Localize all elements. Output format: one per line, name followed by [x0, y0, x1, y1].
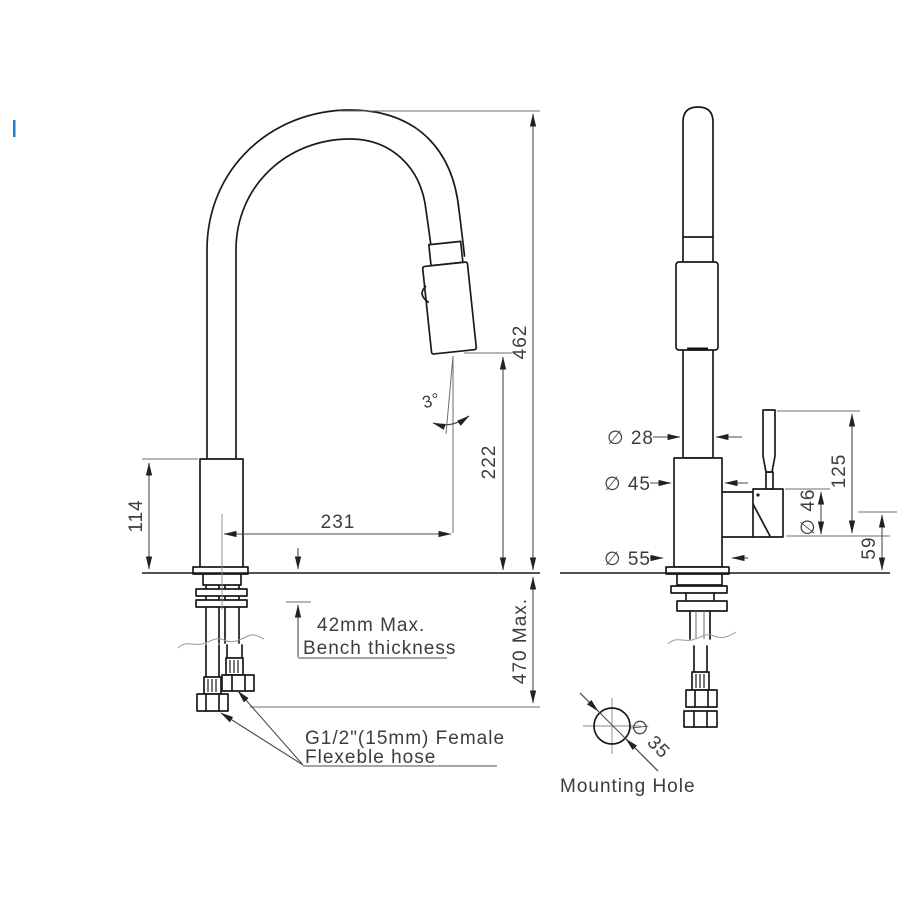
- mounting-hole-caption: Mounting Hole: [560, 776, 696, 797]
- faucet-body-side: [673, 457, 723, 568]
- spray-head-connector: [427, 240, 464, 267]
- mounting-nut-bar-2: [195, 599, 248, 608]
- note-bench-thickness-line1: 42mm Max.: [317, 615, 425, 636]
- dim-base-diameter: ∅ 55: [604, 549, 651, 570]
- dim-spray-angle: 3°: [420, 389, 443, 412]
- spray-angle-arc: [432, 415, 470, 430]
- side-view-outline: [665, 106, 784, 728]
- spout-collar: [675, 261, 719, 351]
- spray-head-clip: [421, 285, 430, 304]
- under-bench-assembly-front: [177, 573, 265, 712]
- hose-nut-right: [221, 674, 255, 692]
- dim-outlet-diameter: ∅ 46: [798, 489, 819, 536]
- side-view-dimensions: ∅ 28 ∅ 45 ∅ 55 ∅ 46 125 59: [604, 410, 897, 571]
- faucet-body: [199, 458, 244, 569]
- handle-lever: [762, 409, 776, 473]
- hose-break-line-side: [667, 631, 737, 645]
- spray-angle-line: [445, 355, 454, 435]
- mounting-nut-bar-side-1: [670, 585, 728, 594]
- dim-total-height: 462: [510, 325, 531, 360]
- dim-spout-diameter: ∅ 28: [607, 428, 654, 449]
- spout-outer-curve: [206, 109, 466, 460]
- hose-nut-left: [196, 693, 229, 712]
- hose-leader-1: [220, 712, 304, 766]
- dim-outlet-center-height: 59: [859, 536, 880, 559]
- dim-handle-top-height: 125: [829, 454, 850, 489]
- spray-head: [421, 261, 478, 355]
- mounting-nut-bar-side-2: [676, 600, 728, 612]
- front-view-dimensions: 462 222 470 Max. 114 231 3° 42mm Max. Be…: [126, 110, 540, 768]
- handle-neck: [765, 471, 774, 490]
- hose-break-line: [177, 634, 265, 649]
- dim-below-bench-max: 470 Max.: [510, 598, 531, 684]
- mounting-nut-bar-1: [195, 588, 248, 597]
- under-bench-assembly-side: [667, 573, 737, 728]
- front-view-outline: [177, 109, 478, 712]
- hose-leader-2: [237, 690, 304, 766]
- dim-spout-reach: 231: [321, 512, 356, 533]
- mounting-plate-side: [676, 573, 723, 586]
- hose-nut-side-1: [685, 689, 718, 708]
- note-hose-line2: Flexeble hose: [305, 747, 436, 768]
- mounting-hole-detail: ∅ 35 Mounting Hole: [560, 692, 696, 797]
- dim-body-diameter: ∅ 45: [604, 474, 651, 495]
- dim-mounting-hole-diameter: ∅ 35: [626, 715, 674, 763]
- text-cursor-mark: [13, 120, 16, 137]
- note-hose-line1: G1/2"(15mm) Female: [305, 728, 505, 749]
- dim-outlet-to-bench: 222: [479, 445, 500, 480]
- hose-nut-side-2: [683, 710, 718, 728]
- note-bench-thickness-line2: Bench thickness: [303, 638, 456, 659]
- dim-body-height: 114: [126, 499, 147, 532]
- spout-inner-curve: [235, 138, 433, 460]
- mounting-hole-circle: [593, 707, 631, 745]
- housing-pin: [756, 493, 760, 497]
